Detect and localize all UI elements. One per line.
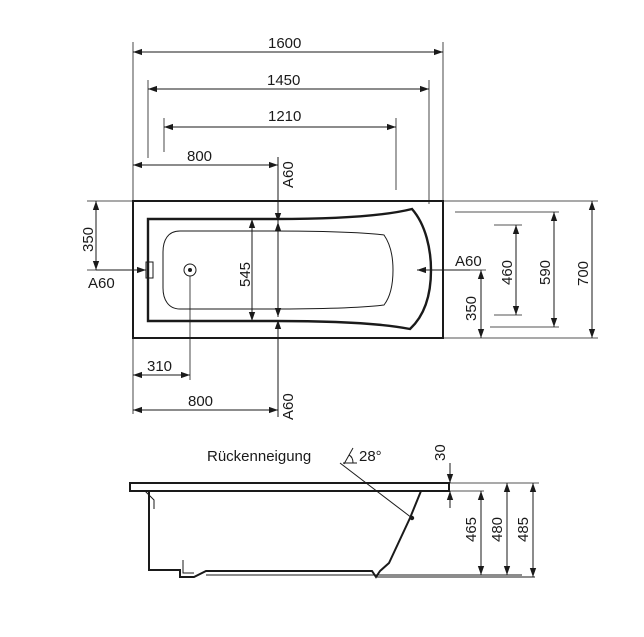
dimension-depth-c: 485 xyxy=(512,482,539,577)
side-view: Rückenneigung 28° 30 465 480 xyxy=(129,444,539,579)
section-mark-right-label: A60 xyxy=(455,253,482,270)
drain-offset-right-label: 350 xyxy=(463,296,480,321)
dimension-to-drain: 310 xyxy=(132,276,191,414)
dimension-rim-width: 1450 xyxy=(147,72,430,204)
dimension-rim-height: 590 xyxy=(455,211,559,328)
tub-rim-side xyxy=(129,482,450,492)
dimension-depth-a: 465 xyxy=(463,491,485,575)
tub-basin-outline xyxy=(162,230,394,310)
dimension-to-section-bottom: 800 xyxy=(133,393,278,414)
section-mark-bottom: A60 xyxy=(274,320,297,420)
depth-c-label: 485 xyxy=(515,517,532,542)
tub-outer-outline xyxy=(132,200,444,339)
top-view: 1600 1450 1210 800 A60 xyxy=(80,35,598,420)
dimension-basin-width: 1210 xyxy=(163,108,397,190)
overall-width-label: 1600 xyxy=(268,35,301,52)
back-slope-angle: 28° xyxy=(359,448,382,465)
section-mark-top: A60 xyxy=(274,157,297,222)
drain-center-icon xyxy=(188,268,192,272)
section-mark-right: A60 xyxy=(417,253,482,274)
drain-side xyxy=(182,560,194,574)
overall-height-label: 700 xyxy=(575,261,592,286)
rim-thickness-label: 30 xyxy=(432,444,449,461)
dimension-basin-height: 460 xyxy=(494,224,522,316)
section-mark-left-label: A60 xyxy=(88,275,115,292)
basin-depth-label: 545 xyxy=(237,262,254,287)
dimension-basin-depth: 545 xyxy=(237,219,256,321)
back-slope-leader xyxy=(339,462,413,519)
back-slope-label: Rückenneigung xyxy=(207,448,311,465)
leader-dot-icon xyxy=(409,515,415,521)
basin-width-label: 1210 xyxy=(268,108,301,125)
depth-a-label: 465 xyxy=(463,517,480,542)
depth-b-label: 480 xyxy=(489,517,506,542)
dimension-to-section-top: 800 xyxy=(133,148,278,169)
drain-offset-left-label: 350 xyxy=(80,227,97,252)
rim-width-label: 1450 xyxy=(267,72,300,89)
rim-height-label: 590 xyxy=(537,260,554,285)
to-drain-label: 310 xyxy=(147,358,172,375)
dimension-depth-b: 480 xyxy=(484,482,512,575)
basin-height-label: 460 xyxy=(499,260,516,285)
dimension-overall-height: 700 xyxy=(443,200,598,339)
dimension-rim-thickness: 30 xyxy=(432,444,484,508)
angle-icon xyxy=(343,447,357,465)
overflow-side xyxy=(144,490,155,509)
dimension-overall-width: 1600 xyxy=(132,35,444,200)
to-section-top-label: 800 xyxy=(187,148,212,165)
dimension-drain-offset-left: 350 xyxy=(80,200,133,271)
section-mark-bottom-label: A60 xyxy=(280,393,297,420)
tub-body-side xyxy=(148,490,422,579)
section-mark-left: A60 xyxy=(88,266,146,292)
to-section-bottom-label: 800 xyxy=(188,393,213,410)
section-mark-top-label: A60 xyxy=(280,161,297,188)
dimension-right-drain-offset: 350 xyxy=(443,269,486,338)
